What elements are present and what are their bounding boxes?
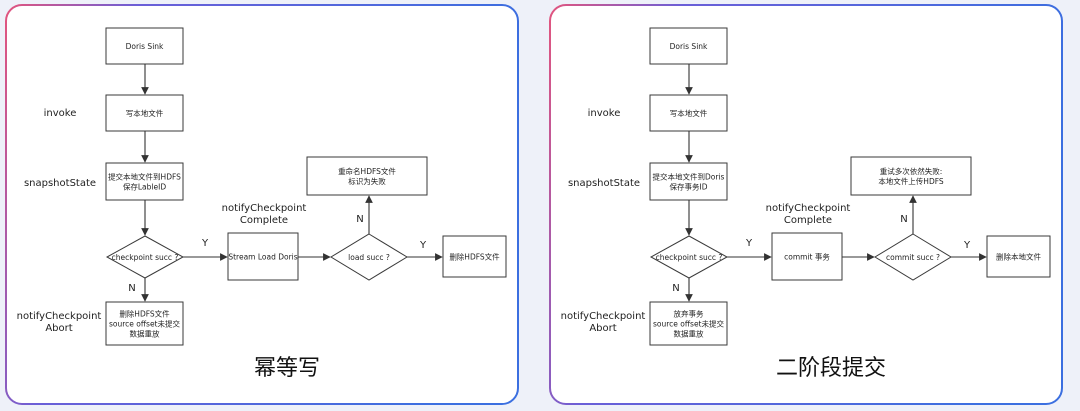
node-sink-text: Doris Sink: [126, 42, 164, 51]
node-retry-box: [306, 156, 428, 196]
node-load-diamond: [330, 233, 408, 281]
node-retry-text: 重试多次依然失败:本地文件上传HDFS: [878, 166, 944, 186]
node-submit-box: [105, 162, 184, 201]
edge-label-n1: N: [128, 283, 135, 294]
node-complete-text: Stream Load Doris: [228, 253, 297, 262]
node-complete-text: commit 事务: [784, 252, 830, 262]
edge-label-n2: N: [900, 214, 907, 225]
panel-caption: 二阶段提交: [776, 356, 886, 381]
node-done-box: [442, 235, 507, 278]
node-complete-box: [771, 232, 843, 281]
node-abort-box: [105, 301, 184, 346]
side-label-snapshot: snapshotState: [568, 178, 640, 189]
edge-label-n1: N: [672, 283, 679, 294]
panel-caption: 幂等写: [254, 356, 320, 381]
node-load-text: commit succ ?: [886, 253, 940, 262]
node-ckpt-text: checkpoint succ ?: [656, 253, 723, 262]
edge-label-n2: N: [356, 214, 363, 225]
edge-label-y2: Y: [419, 240, 427, 251]
edge-label-y1: Y: [201, 238, 209, 249]
side-label-invoke: invoke: [588, 108, 621, 119]
side-label-invoke: invoke: [44, 108, 77, 119]
node-complete-box: [227, 232, 299, 281]
node-write-box: [105, 94, 184, 132]
node-load-text: load succ ?: [348, 253, 390, 262]
node-load-diamond: [874, 233, 952, 281]
node-write-text: 写本地文件: [126, 108, 164, 118]
edge-label-y1: Y: [745, 238, 753, 249]
node-sink-text: Doris Sink: [670, 42, 708, 51]
node-retry-box: [850, 156, 972, 196]
node-write-box: [649, 94, 728, 132]
node-done-text: 删除本地文件: [996, 252, 1041, 262]
node-done-box: [986, 235, 1051, 278]
node-submit-box: [649, 162, 728, 201]
node-abort-box: [649, 301, 728, 346]
node-ckpt-text: checkpoint succ ?: [112, 253, 179, 262]
side-label-snapshot: snapshotState: [24, 178, 96, 189]
node-write-text: 写本地文件: [670, 108, 708, 118]
node-sink-box: [105, 27, 184, 65]
edge-label-y2: Y: [963, 240, 971, 251]
node-done-text: 删除HDFS文件: [449, 252, 500, 262]
node-sink-box: [649, 27, 728, 65]
node-retry-text: 重命名HDFS文件标识为失败: [338, 166, 396, 186]
